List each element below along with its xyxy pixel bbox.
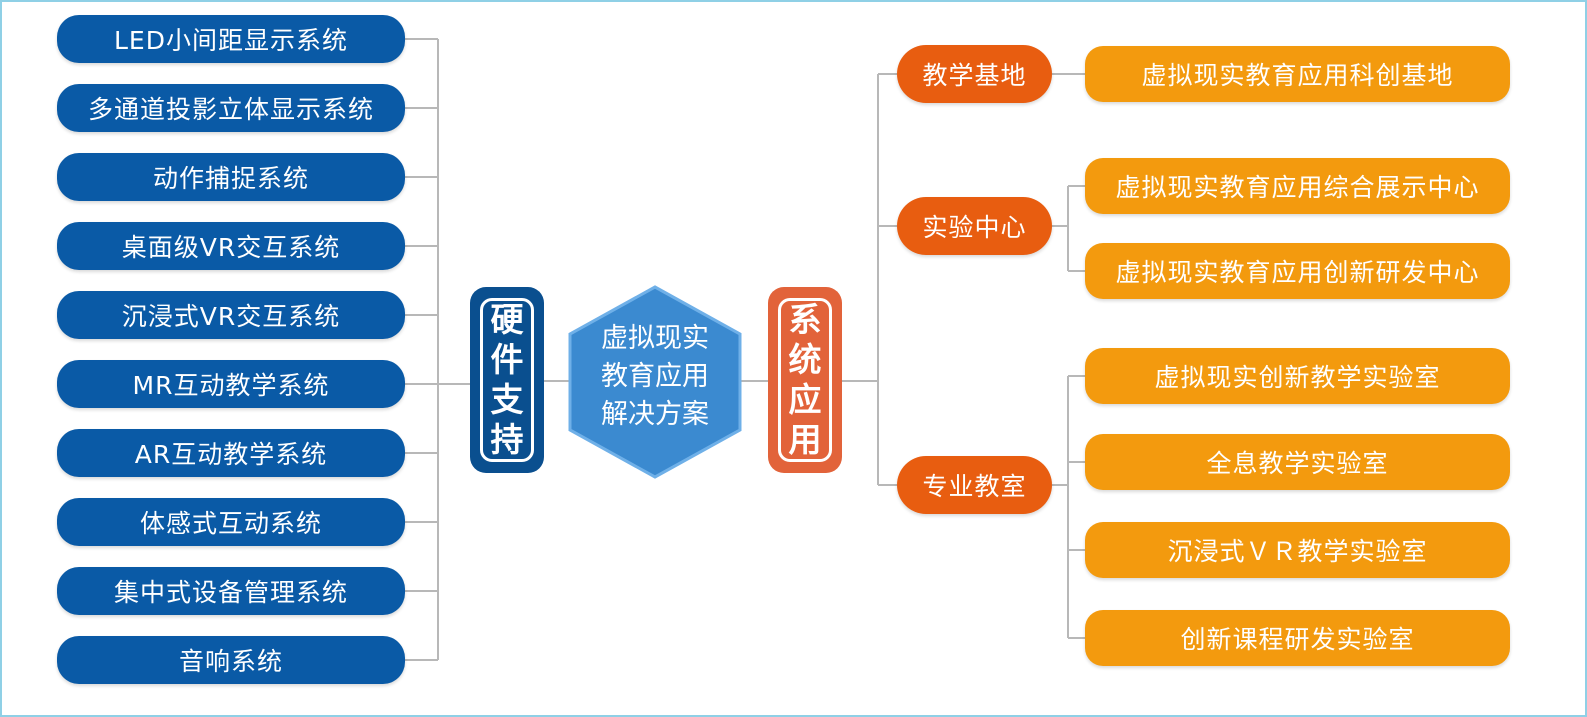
system-title-char: 系 [788, 300, 822, 339]
application-item: 虚拟现实教育应用创新研发中心 [1085, 243, 1510, 299]
hardware-item: 桌面级VR交互系统 [57, 222, 405, 270]
hardware-support-box: 硬 件 支 持 [470, 287, 544, 473]
hardware-item: 多通道投影立体显示系统 [57, 84, 405, 132]
center-solution-label: 虚拟现实 教育应用 解决方案 [570, 320, 740, 434]
hardware-title-char: 件 [490, 340, 524, 379]
application-item: 全息教学实验室 [1085, 434, 1510, 490]
system-application-box: 系 统 应 用 [768, 287, 842, 473]
center-line: 教育应用 [601, 361, 709, 392]
hardware-title-char: 持 [490, 420, 524, 459]
hardware-item: 音响系统 [57, 636, 405, 684]
center-line: 解决方案 [601, 399, 709, 430]
hardware-item: 动作捕捉系统 [57, 153, 405, 201]
category-teaching-base: 教学基地 [897, 45, 1052, 103]
hardware-title-char: 支 [490, 380, 524, 419]
center-hexagon [568, 285, 742, 479]
hardware-item: 集中式设备管理系统 [57, 567, 405, 615]
center-line: 虚拟现实 [601, 323, 709, 354]
hardware-item: 沉浸式VR交互系统 [57, 291, 405, 339]
system-title-char: 应 [788, 380, 822, 419]
application-item: 虚拟现实创新教学实验室 [1085, 348, 1510, 404]
hardware-item: AR互动教学系统 [57, 429, 405, 477]
category-classroom: 专业教室 [897, 456, 1052, 514]
application-item: 沉浸式ＶＲ教学实验室 [1085, 522, 1510, 578]
hardware-item: MR互动教学系统 [57, 360, 405, 408]
application-item: 虚拟现实教育应用科创基地 [1085, 46, 1510, 102]
system-title-char: 统 [788, 340, 822, 379]
hardware-item: 体感式互动系统 [57, 498, 405, 546]
system-title-char: 用 [788, 420, 822, 459]
application-item: 虚拟现实教育应用综合展示中心 [1085, 158, 1510, 214]
application-item: 创新课程研发实验室 [1085, 610, 1510, 666]
category-lab-center: 实验中心 [897, 197, 1052, 255]
hardware-item: LED小间距显示系统 [57, 15, 405, 63]
hardware-title-char: 硬 [490, 300, 524, 339]
